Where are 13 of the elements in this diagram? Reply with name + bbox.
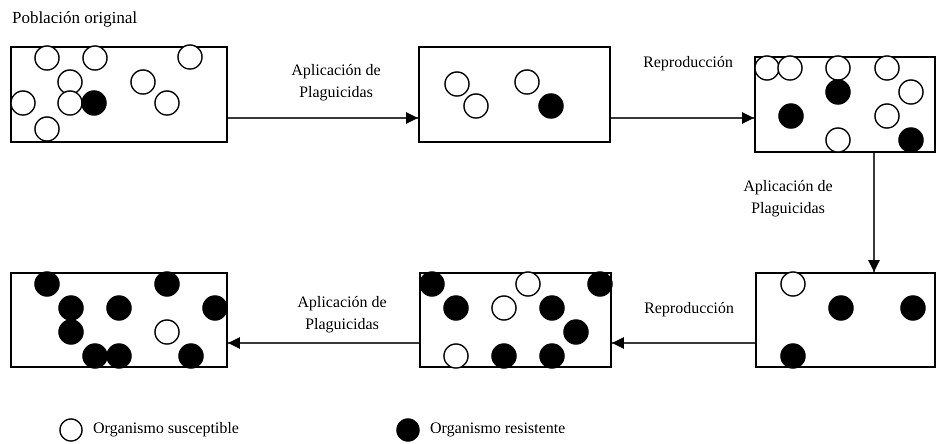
arrow [611,112,754,124]
arrow [228,112,418,124]
legend-label: Organismo resistente [430,420,566,438]
population-heading: Población original [12,8,138,28]
population-box [418,46,611,143]
arrow [228,337,419,349]
arrow [612,337,755,349]
population-box [10,272,228,368]
population-box [755,272,936,368]
population-box [419,272,612,368]
arrow [868,153,880,272]
legend-label: Organismo susceptible [93,420,239,438]
population-box [754,56,936,153]
